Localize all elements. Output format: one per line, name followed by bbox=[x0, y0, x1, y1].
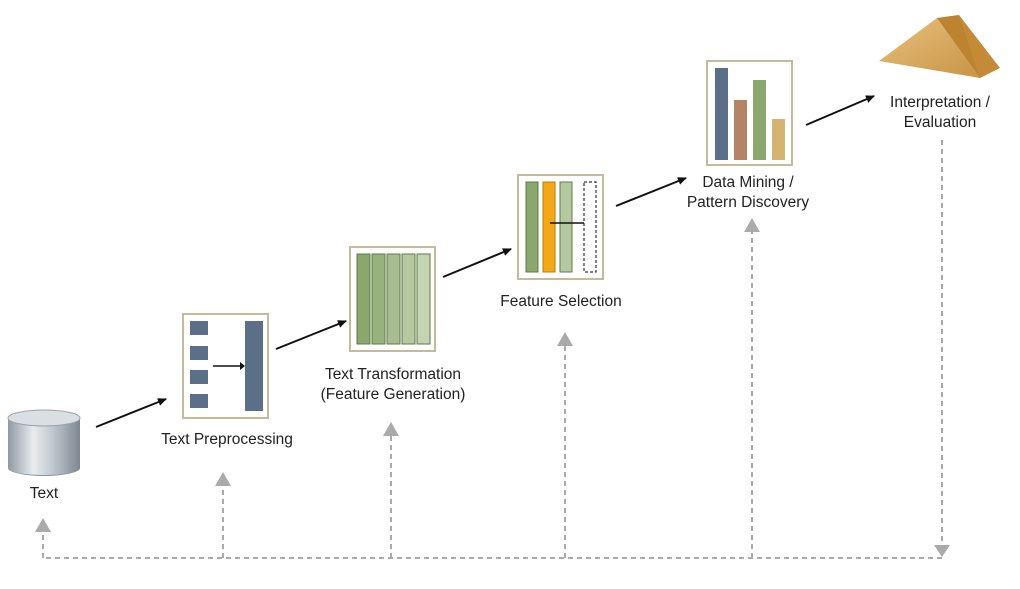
feedback-to-text-arrowhead bbox=[35, 518, 51, 532]
arrow-selection-to-mining bbox=[615, 177, 687, 207]
feedback-to-transformation-arrowhead bbox=[383, 422, 399, 436]
feedback-to-mining-arrowhead bbox=[744, 218, 760, 232]
pyramid-icon bbox=[879, 15, 1000, 78]
label-mining: Data Mining / Pattern Discovery bbox=[687, 173, 809, 213]
label-interpretation-line-2: Evaluation bbox=[903, 114, 977, 131]
label-transformation: Text Transformation (Feature Generation) bbox=[321, 365, 466, 405]
feature-selection-icon bbox=[517, 174, 604, 280]
feature-columns-icon bbox=[349, 246, 436, 352]
preprocessing-icon bbox=[182, 313, 269, 419]
label-transformation-line-2: (Feature Generation) bbox=[320, 386, 466, 403]
bar-chart-icon bbox=[706, 60, 793, 166]
flow-arrows bbox=[95, 95, 875, 428]
feedback-down-arrowhead bbox=[934, 545, 950, 557]
label-mining-line-1: Data Mining / bbox=[702, 174, 794, 191]
arrow-preprocessing-to-transformation bbox=[275, 320, 347, 350]
label-interpretation-line-1: Interpretation / bbox=[890, 94, 990, 111]
label-text-line-1: Text bbox=[29, 485, 59, 502]
feedback-loop bbox=[35, 140, 950, 559]
label-preprocessing-line-1: Text Preprocessing bbox=[161, 431, 293, 448]
label-mining-line-2: Pattern Discovery bbox=[686, 194, 810, 211]
label-selection-line-1: Feature Selection bbox=[500, 293, 622, 310]
arrow-transformation-to-selection bbox=[442, 248, 512, 278]
label-text: Text bbox=[30, 484, 58, 504]
arrow-mining-to-interpretation bbox=[805, 95, 875, 126]
label-selection: Feature Selection bbox=[500, 292, 622, 312]
label-interpretation: Interpretation / Evaluation bbox=[890, 93, 990, 133]
label-preprocessing: Text Preprocessing bbox=[161, 430, 293, 450]
arrow-text-to-preprocessing bbox=[95, 398, 167, 428]
feedback-to-preprocessing-arrowhead bbox=[215, 472, 231, 486]
feedback-to-selection-arrowhead bbox=[557, 332, 573, 346]
database-cylinder-icon bbox=[7, 409, 81, 476]
label-transformation-line-1: Text Transformation bbox=[324, 366, 462, 383]
